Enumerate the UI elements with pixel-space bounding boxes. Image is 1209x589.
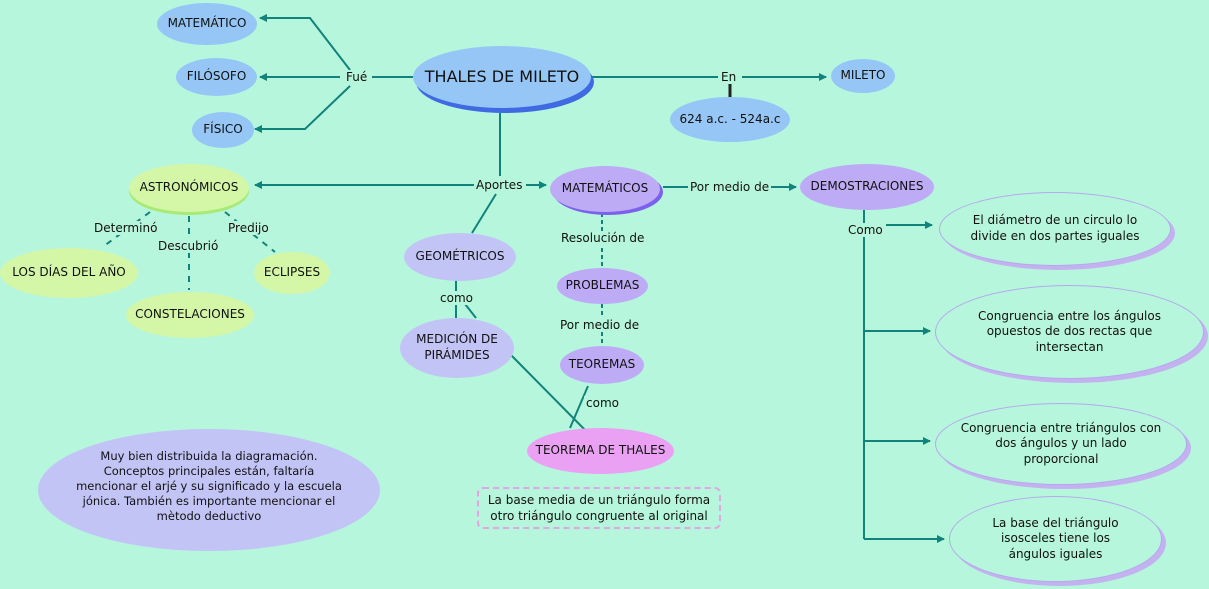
demonstration-item-1: El diámetro de un circulo lo divide en d… [939,192,1171,266]
concept-dias-del-ano: LOS DÍAS DEL AÑO [0,248,138,298]
concept-constelaciones: CONSTELACIONES [126,292,254,338]
concept-teoremas: TEOREMAS [560,346,644,384]
concept-problemas: PROBLEMAS [557,268,648,304]
demonstration-item-2: Congruencia entre los ángulos opuestos d… [935,285,1204,379]
concept-matematicos-label: MATEMÁTICOS [561,181,649,196]
link-label-como-geometricos: como [438,291,475,305]
link-label-resolucion: Resolución de [559,231,647,245]
concept-dates-label: 624 a.c. - 524a.c [679,111,781,126]
concept-astronomicos: ASTRONÓMICOS [129,164,249,212]
demonstration-item-4-text: La base del triángulo isosceles tiene lo… [992,515,1119,561]
demonstration-item-4: La base del triángulo isosceles tiene lo… [949,496,1162,582]
concept-teorema-label: TEOREMA DE THALES [535,443,666,458]
demonstration-item-1-text: El diámetro de un circulo lo divide en d… [970,213,1140,243]
concept-teoremas-label: TEOREMAS [568,357,636,372]
concept-medicion-label: MEDICIÓN DE PIRÁMIDES [416,332,498,362]
review-comment-text: Muy bien distribuida la diagramación. Co… [76,449,342,523]
concept-constelaciones-label: CONSTELACIONES [135,307,245,322]
link-label-en: En [719,70,739,84]
concept-matematico: MATEMÁTICO [157,3,257,45]
link-label-aportes: Aportes [474,178,525,192]
link-label-por-medio-demostraciones: Por medio de [688,180,772,194]
concept-filosofo: FILÓSOFO [176,58,257,96]
demonstration-item-3: Congruencia entre triángulos con dos áng… [935,403,1187,485]
concept-dates: 624 a.c. - 524a.c [670,97,790,142]
concept-dias-label: LOS DÍAS DEL AÑO [12,265,126,280]
concept-eclipses: ECLIPSES [254,252,330,294]
concept-mileto: MILETO [831,59,895,93]
link-label-fue: Fué [344,70,370,84]
concept-fisico-label: FÍSICO [203,122,243,137]
concept-matematico-label: MATEMÁTICO [167,16,247,31]
concept-demostraciones: DEMOSTRACIONES [800,164,934,210]
demonstration-item-3-text: Congruencia entre triángulos con dos áng… [960,420,1162,466]
concept-problemas-label: PROBLEMAS [565,278,640,293]
review-comment-bubble: Muy bien distribuida la diagramación. Co… [38,429,380,551]
theorem-note-text: La base media de un triángulo forma otro… [487,493,711,523]
concept-astronomicos-label: ASTRONÓMICOS [139,180,239,195]
concept-mileto-label: MILETO [840,68,886,83]
link-label-por-medio-teoremas: Por medio de [558,318,642,332]
link-label-descubrio: Descubrió [156,239,221,253]
concept-filosofo-label: FILÓSOFO [186,69,247,84]
concept-fisico: FÍSICO [192,112,254,148]
concept-geometricos-label: GEOMÉTRICOS [415,249,505,264]
central-concept-label: THALES DE MILETO [424,66,580,86]
concept-demostraciones-label: DEMOSTRACIONES [810,179,924,194]
link-label-predijo: Predijo [226,221,271,235]
link-label-como-teoremas: como [584,396,621,410]
central-concept-node: THALES DE MILETO [413,46,591,108]
link-label-determino: Determinó [92,221,160,235]
concept-matematicos: MATEMÁTICOS [550,166,660,212]
concept-geometricos: GEOMÉTRICOS [404,233,516,281]
concept-medicion-piramides: MEDICIÓN DE PIRÁMIDES [400,318,514,378]
concept-eclipses-label: ECLIPSES [263,265,321,280]
link-label-como-demostraciones: Como [846,223,885,237]
demonstration-item-2-text: Congruencia entre los ángulos opuestos d… [978,308,1161,354]
theorem-note-box: La base media de un triángulo forma otro… [477,487,721,529]
concept-teorema-de-thales: TEOREMA DE THALES [527,428,674,474]
